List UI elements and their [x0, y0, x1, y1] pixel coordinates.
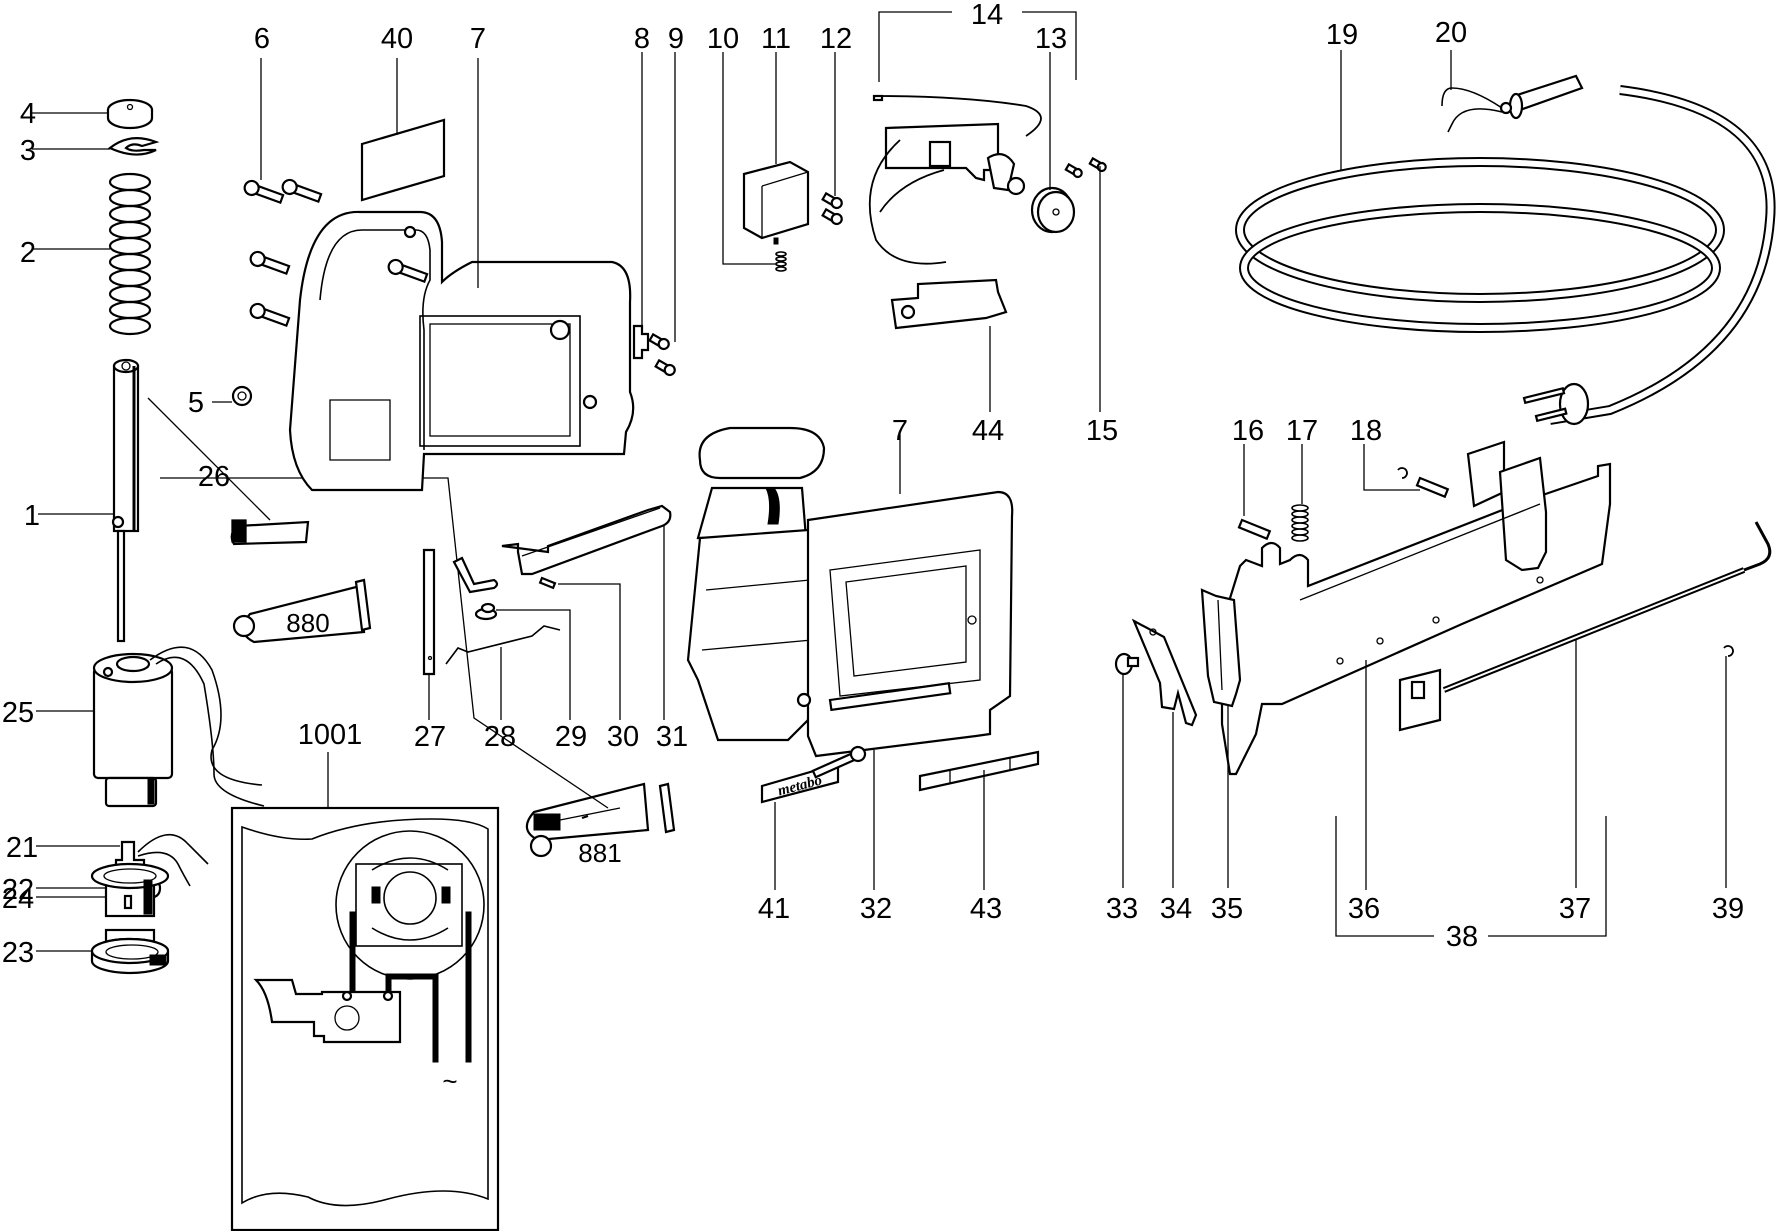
part-13-knob	[1030, 186, 1076, 234]
part-10-spring	[775, 251, 787, 272]
grease-tube-881: 881	[525, 782, 676, 868]
part-1-plunger	[111, 358, 140, 643]
label-15: 15	[1086, 415, 1118, 447]
part-25-coil	[92, 646, 265, 808]
label-14: 14	[971, 0, 1003, 31]
label-19: 19	[1326, 19, 1358, 51]
part-4-cap	[106, 98, 154, 130]
label-23: 23	[2, 937, 34, 969]
label-38: 38	[1446, 921, 1478, 953]
label-5: 5	[188, 387, 204, 419]
part-28-spring-wire	[445, 625, 561, 665]
plug	[1522, 382, 1590, 426]
part-39-clip	[1723, 645, 1734, 657]
label-9: 9	[668, 23, 684, 55]
housing-left-half	[288, 210, 635, 492]
label-44: 44	[972, 415, 1004, 447]
part-12-screws	[821, 191, 843, 226]
part-18-pin	[1397, 467, 1450, 499]
part-15-screws	[1064, 156, 1107, 179]
label-29: 29	[555, 721, 587, 753]
label-32: 32	[860, 893, 892, 925]
ac-symbol: ~	[442, 1066, 457, 1096]
tool-assembled	[686, 426, 1014, 758]
label-26: 26	[198, 461, 230, 493]
label-12: 12	[820, 23, 852, 55]
grease-tube-880: 880	[230, 519, 372, 644]
part-14-electronics	[868, 94, 1042, 265]
label-22: 22	[2, 874, 34, 906]
part-2-spring	[108, 172, 152, 336]
part-43-label-strip	[918, 750, 1040, 792]
label-10: 10	[707, 23, 739, 55]
part-35-guide-plate	[1200, 588, 1242, 708]
part-44-plate	[890, 278, 1008, 330]
label-17: 17	[1286, 415, 1318, 447]
label-31: 31	[656, 721, 688, 753]
label-27: 27	[414, 721, 446, 753]
label-41: 41	[758, 893, 790, 925]
label-16: 16	[1232, 415, 1264, 447]
label-1001: 1001	[298, 719, 363, 751]
label-39: 39	[1712, 893, 1744, 925]
label-35: 35	[1211, 893, 1243, 925]
part-34-latch	[1131, 618, 1198, 727]
label-24: 24	[2, 883, 34, 915]
part-19-power-cord	[1235, 85, 1776, 425]
label-13: 13	[1035, 23, 1067, 55]
magazine-36	[1220, 440, 1612, 776]
label-1: 1	[24, 500, 40, 532]
label-30: 30	[607, 721, 639, 753]
tube-label-881: 881	[578, 838, 621, 868]
label-4: 4	[20, 98, 36, 130]
part-29-washer	[474, 602, 498, 621]
label-28: 28	[484, 721, 516, 753]
part-30-pin	[538, 576, 557, 590]
label-8: 8	[634, 23, 650, 55]
label-37: 37	[1559, 893, 1591, 925]
label-6: 6	[254, 23, 270, 55]
label-2: 2	[20, 237, 36, 269]
label-40: 40	[381, 23, 413, 55]
wiring-diagram-1001: ~	[230, 806, 500, 1231]
part-27-strip	[422, 548, 436, 676]
label-21: 21	[6, 832, 38, 864]
label-plate-40	[360, 118, 446, 202]
part-8-bracket	[632, 324, 650, 360]
label-7a: 7	[470, 23, 486, 55]
part-9-screws	[648, 332, 676, 377]
label-43: 43	[970, 893, 1002, 925]
part-17-spring	[1291, 504, 1309, 542]
part-16-pin	[1237, 518, 1272, 541]
tube-label-880: 880	[286, 608, 329, 638]
part-20-cord-sleeve	[1441, 74, 1584, 133]
label-36: 36	[1348, 893, 1380, 925]
label-20: 20	[1435, 17, 1467, 49]
part-33-screw	[1114, 652, 1140, 676]
part-26-lever	[452, 556, 499, 594]
screws-6	[243, 178, 429, 328]
part-3-clip	[107, 137, 160, 156]
label-18: 18	[1350, 415, 1382, 447]
part-23-ring	[90, 937, 170, 975]
part-31-guide-rail	[501, 504, 672, 576]
label-33: 33	[1106, 893, 1138, 925]
label-3: 3	[20, 135, 36, 167]
part-37-pusher-rod	[1398, 521, 1772, 732]
label-34: 34	[1160, 893, 1192, 925]
part-24-bushing-body	[90, 862, 170, 918]
part-11-switch	[742, 160, 810, 245]
label-25: 25	[2, 697, 34, 729]
label-11: 11	[761, 23, 791, 55]
part-5-nut	[231, 385, 253, 407]
part-32-screw	[811, 745, 867, 779]
label-7b: 7	[892, 415, 908, 447]
